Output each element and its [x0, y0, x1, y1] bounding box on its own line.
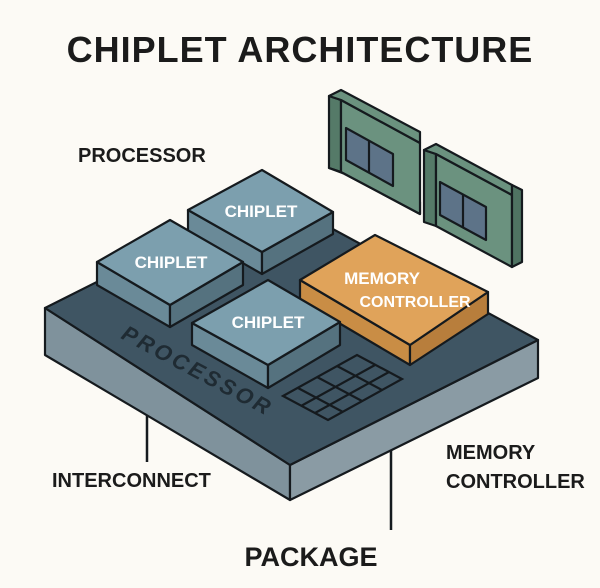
memory-module-1 [327, 88, 422, 216]
mc-label-line2: CONTROLLER [359, 294, 471, 311]
package-label: PACKAGE [244, 542, 377, 572]
module-side [510, 183, 524, 269]
grid-outline [280, 353, 405, 422]
module-top [327, 88, 422, 145]
chiplet-back: CHIPLET [186, 168, 335, 276]
grid-line [314, 371, 390, 414]
mc-top [298, 233, 490, 347]
grid-line [297, 387, 344, 413]
chiplet-label: CHIPLET [232, 313, 305, 332]
chiplet-label: CHIPLET [225, 202, 298, 221]
chiplet-top [95, 218, 245, 307]
grid-line [300, 364, 376, 407]
memory-controller-block: MEMORY CONTROLLER [298, 233, 490, 367]
module-edge [422, 148, 438, 228]
chiplet-top [186, 168, 335, 254]
module-edge [327, 94, 343, 174]
chiplet-top [190, 278, 342, 367]
processor-label: PROCESSOR [78, 145, 206, 167]
grid-line [336, 365, 383, 391]
interconnect-label: INTERCONNECT [52, 470, 211, 492]
diagram-title: CHIPLET ARCHITECTURE [67, 29, 534, 70]
chiplet-front: CHIPLET [190, 278, 342, 390]
chiplet-label: CHIPLET [135, 253, 208, 272]
mc-label-line1: MEMORY [344, 269, 421, 288]
interconnect-grid [280, 353, 405, 422]
memory-module-2 [422, 142, 524, 269]
memory-controller-label-line1: MEMORY [446, 442, 536, 464]
chiplet-left: CHIPLET [95, 218, 245, 329]
grid-line [316, 376, 363, 402]
memory-controller-label-line2: CONTROLLER [446, 471, 585, 493]
